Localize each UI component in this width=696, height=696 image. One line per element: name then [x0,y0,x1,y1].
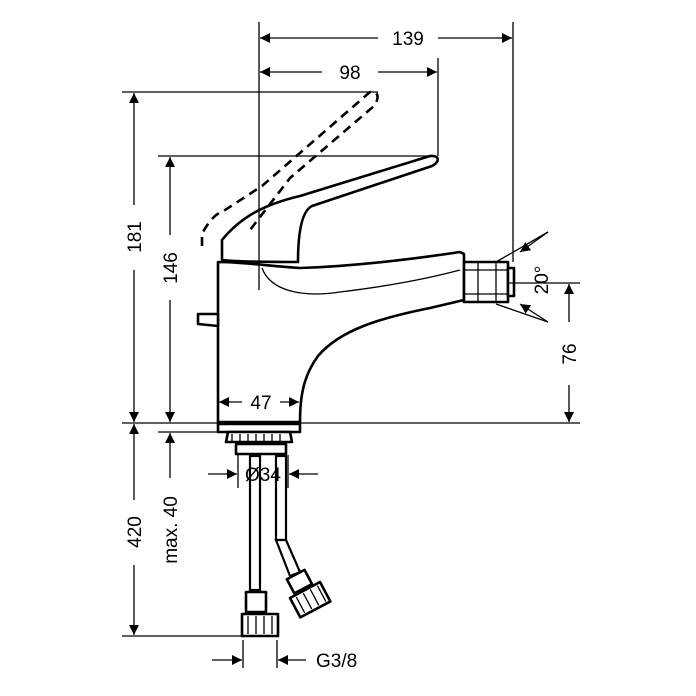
label-body-width: 47 [250,393,271,414]
label-spout-angle: 20° [532,266,553,295]
dimension-spout-height: 76 [560,284,581,422]
hose-connector-right [285,568,332,619]
hose-left [248,454,262,592]
label-total-height: 181 [125,221,146,253]
lever-open-position [200,90,379,246]
label-spout-height: 76 [560,343,581,364]
spout-curve [261,267,461,295]
extension-lines [122,22,580,668]
dimension-overall-depth: 139 [260,29,512,50]
mounting-nut [224,430,294,444]
label-mount-diameter: Ø34 [245,465,281,486]
label-max-deck-thickness: max. 40 [161,496,182,564]
popup-knob [196,312,220,328]
hose-connector-left [240,590,280,638]
mounting-washer [234,442,288,456]
dimension-hose-length: 420 [125,424,146,635]
dimension-spout-angle: 20° [495,231,553,323]
dimension-lever-reach: 98 [260,63,437,84]
dimension-mount-diameter: Ø34 [208,465,318,486]
dimension-connection-thread: G3/8 [212,651,357,672]
label-lever-height: 146 [161,252,182,284]
dimension-body-width: 47 [219,393,299,414]
label-connection-thread: G3/8 [316,651,357,672]
lever-handle [220,154,440,264]
dimension-max-deck-thickness: max. 40 [161,433,182,564]
label-overall-depth: 139 [392,29,424,50]
spout-nozzle [462,260,510,304]
label-lever-reach: 98 [339,63,360,84]
mixer-outline [196,90,516,638]
label-hose-length: 420 [125,516,146,548]
dimension-lever-height: 146 [161,157,182,422]
dimension-total-height: 181 [125,93,146,422]
